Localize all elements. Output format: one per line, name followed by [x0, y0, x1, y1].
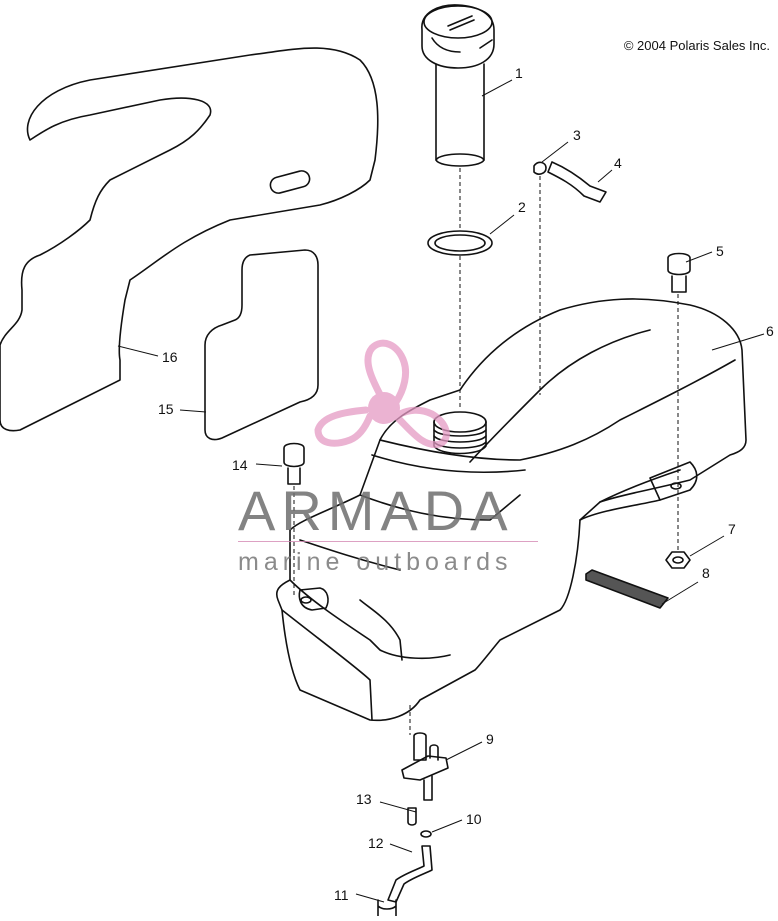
callout-13: 13 [356, 791, 372, 807]
leader-lines [117, 79, 765, 903]
part-16-shield [0, 47, 379, 432]
callout-2: 2 [518, 199, 526, 215]
part-10-clamp [420, 830, 432, 838]
copyright-notice: © 2004 Polaris Sales Inc. [623, 38, 770, 53]
part-2-o-ring [427, 230, 493, 256]
callout-labels: 1 2 3 4 5 6 7 8 9 10 11 12 13 14 15 16 [158, 65, 774, 903]
part-8-pad [585, 569, 669, 609]
callout-8: 8 [702, 565, 710, 581]
part-12-fuel-line [387, 845, 433, 903]
watermark-tagline: marine outboards [238, 548, 513, 576]
callout-9: 9 [486, 731, 494, 747]
part-16-slot [269, 170, 311, 194]
callout-4: 4 [614, 155, 622, 171]
callout-14: 14 [232, 457, 248, 473]
part-9-fuel-pickup [401, 732, 449, 801]
callout-15: 15 [158, 401, 174, 417]
part-7-nut [665, 551, 691, 569]
callout-12: 12 [368, 835, 384, 851]
part-11-fuel-line-end [377, 899, 397, 917]
part-13-screw [407, 807, 417, 826]
callout-10: 10 [466, 811, 482, 827]
part-3-clamp [533, 161, 547, 175]
watermark-brand: ARMADA [238, 479, 514, 542]
callout-6: 6 [766, 323, 774, 339]
part-6-fuel-tank [275, 298, 747, 722]
part-1-filler-cap [421, 4, 495, 167]
callout-16: 16 [162, 349, 178, 365]
watermark-divider [238, 541, 538, 542]
callout-11: 11 [334, 887, 349, 903]
callout-7: 7 [728, 521, 736, 537]
part-5-bolt [667, 252, 691, 293]
part-4-hose [547, 161, 607, 203]
callout-3: 3 [573, 127, 581, 143]
part-15-panel [204, 249, 319, 441]
callout-1: 1 [515, 65, 523, 81]
callout-5: 5 [716, 243, 724, 259]
watermark-propeller-icon [314, 339, 450, 449]
part-14-bolt [283, 442, 305, 485]
